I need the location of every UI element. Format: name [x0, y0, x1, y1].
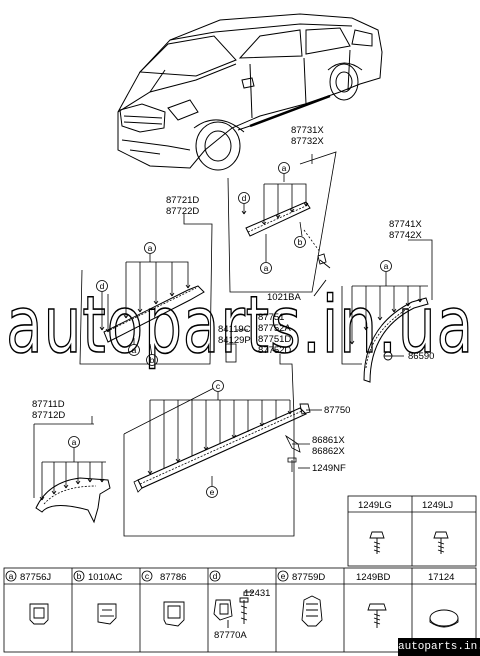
patch-84119c — [225, 329, 248, 363]
legend-bottom-1010ac: 1010AC — [88, 572, 122, 583]
callout-a-87721d-bottom: a — [132, 345, 137, 355]
callout-d-87731x: d — [242, 193, 247, 203]
label-87742x: 87742X — [389, 230, 422, 241]
label-87731x: 87731X — [291, 125, 324, 136]
label-87712d: 87712D — [32, 410, 65, 421]
group-87751 — [123, 354, 322, 537]
legend-key-a: a — [9, 571, 14, 581]
bolt-1021ba — [313, 253, 331, 297]
legend-bottom-1249bd: 1249BD — [356, 572, 390, 583]
label-1249nf: 1249NF — [312, 463, 346, 474]
callout-a-87741x: a — [384, 261, 389, 271]
footer-url[interactable]: autoparts.in.ua — [398, 638, 480, 656]
label-86861x: 86861X — [312, 435, 345, 446]
legend-bottom-12431: 12431 — [244, 588, 270, 599]
label-84119c: 84119C — [218, 324, 251, 335]
legend-bottom-17124: 17124 — [428, 572, 454, 583]
legend-right-1249lg: 1249LG — [358, 500, 392, 511]
group-87741x — [341, 239, 433, 383]
legend-bottom-87770a: 87770A — [214, 630, 247, 641]
callout-a-87731x-bottom: a — [264, 263, 269, 273]
label-87750: 87750 — [324, 405, 350, 416]
callout-d-87721d: d — [100, 281, 105, 291]
group-87731x — [227, 151, 337, 293]
callout-a-87731x-top: a — [282, 163, 287, 173]
label-1021ba: 1021BA — [267, 292, 301, 303]
label-87752a: 87752A — [258, 323, 291, 334]
label-87751d: 87751D — [258, 334, 291, 345]
callout-a-87721d: a — [148, 243, 153, 253]
callout-c-87751: c — [216, 381, 221, 391]
callout-e-87751: e — [210, 487, 215, 497]
label-87711d: 87711D — [32, 399, 65, 410]
legend-right-table — [347, 495, 477, 567]
legend-right-1249lj: 1249LJ — [422, 500, 453, 511]
legend-key-b: b — [77, 571, 82, 581]
callout-a-87711d: a — [72, 437, 77, 447]
screw-1249lj-icon — [433, 531, 449, 554]
screw-1249bd-icon — [367, 603, 387, 628]
callout-b-87731x: b — [298, 237, 303, 247]
callouts: a d b a a d b a a a c e a b c d e — [5, 162, 392, 582]
group-87721d — [79, 214, 213, 365]
group-87711d — [33, 416, 111, 524]
label-86862x: 86862X — [312, 446, 345, 457]
legend-bottom-87786: 87786 — [160, 572, 186, 583]
legend-key-c: c — [145, 571, 150, 581]
nut-86590 — [383, 351, 393, 361]
clip-87750 — [299, 403, 311, 415]
label-87732x: 87732X — [291, 136, 324, 147]
label-87722d: 87722D — [166, 206, 199, 217]
label-87741x: 87741X — [389, 219, 422, 230]
clip-1010ac-icon — [97, 603, 117, 625]
legend-key-e: e — [281, 571, 286, 581]
clip-87759d-icon — [301, 595, 323, 627]
clip-87786-icon — [163, 601, 185, 627]
legend-key-d: d — [213, 571, 218, 581]
part-labels: 87731X 87732X 87721D 87722D 87741X 87742… — [20, 125, 454, 641]
callout-b-87721d: b — [150, 355, 155, 365]
label-84129p: 84129P — [218, 335, 251, 346]
label-86590: 86590 — [408, 351, 434, 362]
legend-bottom-87759d: 87759D — [292, 572, 325, 583]
plug-17124-icon — [429, 609, 459, 628]
clip-87756j-icon — [29, 603, 49, 625]
label-87751: 87751 — [258, 312, 284, 323]
legend-bottom-87756j: 87756J — [20, 572, 51, 583]
watermark: autoparts.in.ua — [6, 281, 474, 371]
label-87752d: 87752D — [258, 345, 291, 356]
label-87721d: 87721D — [166, 195, 199, 206]
screw-1249lg-icon — [369, 531, 385, 554]
car-illustration — [117, 13, 383, 171]
clip-87770a-icon — [213, 591, 254, 628]
